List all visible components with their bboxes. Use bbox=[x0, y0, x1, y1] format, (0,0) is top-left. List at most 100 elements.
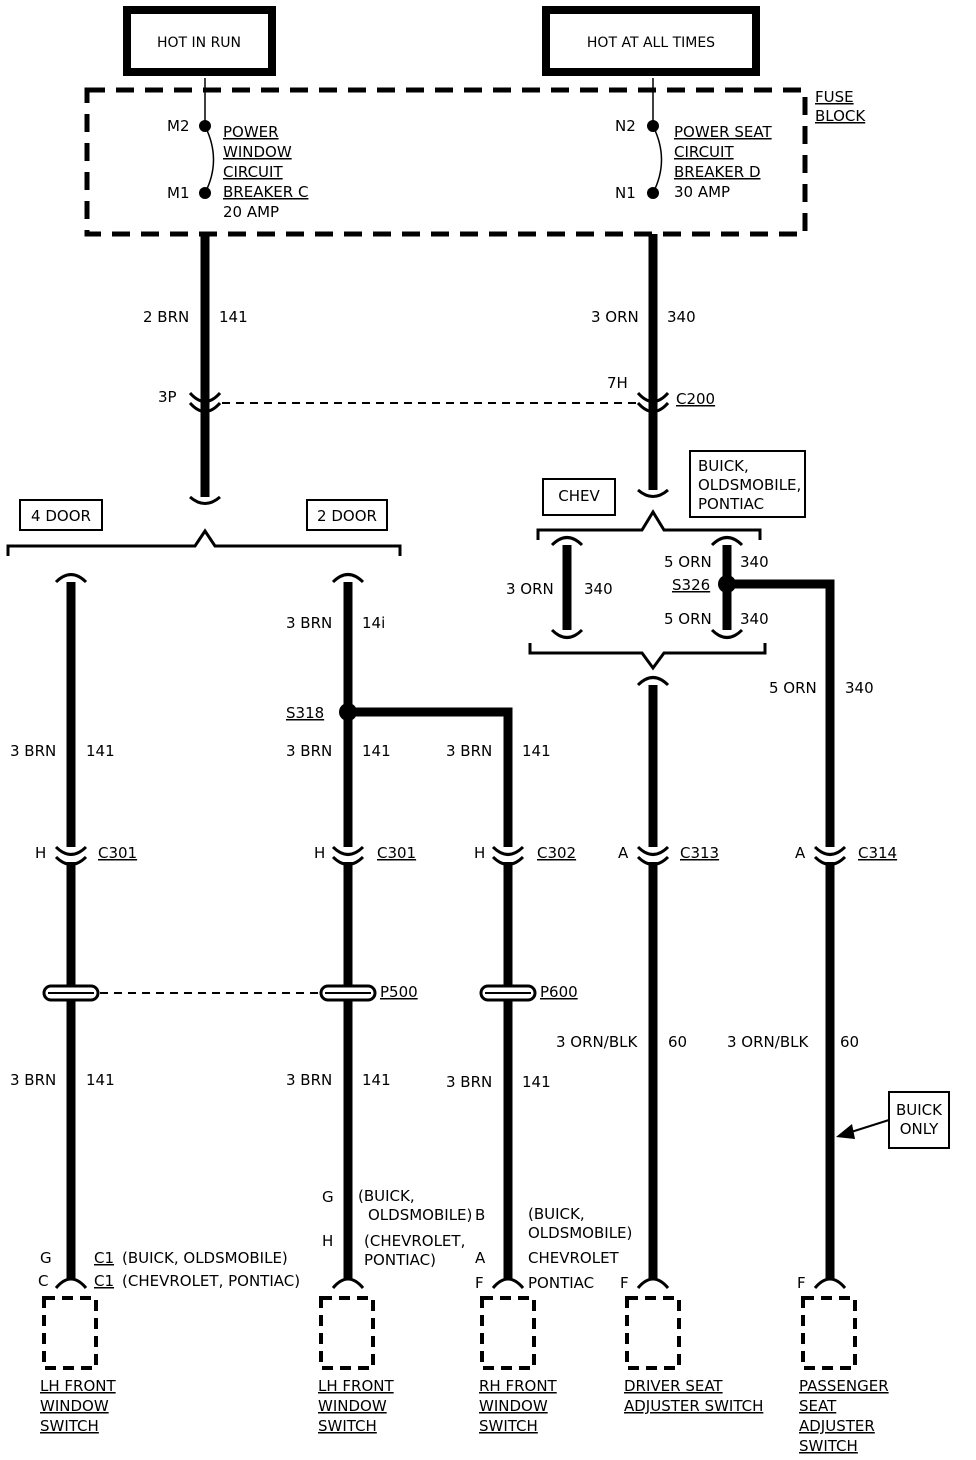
lh2-wire-color-0: 3 BRN bbox=[286, 614, 332, 632]
lh2-c301-pin: H bbox=[314, 844, 325, 862]
pass-switch-line2: SEAT bbox=[799, 1397, 837, 1415]
passenger-seat-adjuster-switch: PASSENGER SEAT ADJUSTER SWITCH bbox=[799, 1296, 889, 1455]
terminal-n1 bbox=[647, 187, 659, 199]
lh4-wire-circuit-2: 141 bbox=[86, 1071, 115, 1089]
feed-wire-340: 3 ORN 340 bbox=[591, 234, 696, 490]
buick-only-callout: BUICK ONLY bbox=[836, 1091, 950, 1149]
breaker-d-line3: BREAKER D bbox=[674, 163, 761, 181]
feed-end-right bbox=[637, 488, 669, 498]
lh4-pin-c: C bbox=[38, 1272, 48, 1290]
lh4-wire-color-1: 3 BRN bbox=[10, 742, 56, 760]
driver-seat-circuit: A C313 3 ORN/BLK 60 F bbox=[556, 676, 719, 1292]
p500-label: P500 bbox=[380, 983, 418, 1001]
c200-pin-7h: 7H bbox=[607, 374, 628, 392]
lh2-wire-color-2: 3 BRN bbox=[286, 1071, 332, 1089]
pin-m1: M1 bbox=[167, 184, 190, 202]
breaker-c-line2: WINDOW bbox=[223, 143, 292, 161]
driver-seat-adjuster-switch: DRIVER SEAT ADJUSTER SWITCH bbox=[624, 1296, 763, 1415]
rh-wire-color-1: 3 BRN bbox=[446, 742, 492, 760]
chev-wire-circuit: 340 bbox=[584, 580, 613, 598]
option-4-door: 4 DOOR bbox=[31, 507, 91, 525]
lh-front-window-switch-2door: LH FRONT WINDOW SWITCH bbox=[318, 1296, 394, 1435]
lh2-wire-circuit-0: 14i bbox=[362, 614, 385, 632]
passenger-seat-circuit: 5 ORN 340 A C314 3 ORN/BLK 60 F bbox=[727, 579, 897, 1292]
lh4-pin-g: G bbox=[40, 1249, 52, 1267]
pass-wire-circuit-1: 340 bbox=[845, 679, 874, 697]
pass-switch-line4: SWITCH bbox=[799, 1437, 858, 1455]
fuse-block-label-1: FUSE bbox=[815, 88, 854, 106]
pass-pin-f: F bbox=[797, 1274, 806, 1292]
lh2-pin-g: G bbox=[322, 1188, 334, 1206]
chev-branch-wire: 3 ORN 340 bbox=[506, 536, 613, 639]
lh2-note-buick-1: (BUICK, bbox=[358, 1187, 415, 1205]
buick-only-line2: ONLY bbox=[900, 1120, 939, 1138]
lh2-wire-circuit-1: 141 bbox=[362, 742, 391, 760]
lh-2door-circuit: 3 BRN 14i S318 3 BRN 141 H C301 P500 3 B… bbox=[286, 573, 472, 1289]
make-option-bracket: CHEV BUICK, OLDSMOBILE, PONTIAC bbox=[536, 450, 806, 540]
lh2-note-chev-2: PONTIAC) bbox=[364, 1251, 436, 1269]
s326-label: S326 bbox=[672, 576, 710, 594]
rh-c302-label: C302 bbox=[537, 844, 576, 862]
rh-wire-color-2: 3 BRN bbox=[446, 1073, 492, 1091]
option-pontiac: PONTIAC bbox=[698, 495, 764, 513]
c200-label: C200 bbox=[676, 390, 715, 408]
connector-c200: 3P 7H C200 bbox=[158, 374, 715, 413]
rh-switch-line1: RH FRONT bbox=[479, 1377, 558, 1395]
buick-only-arrow-icon bbox=[836, 1124, 855, 1139]
pin-n1: N1 bbox=[615, 184, 636, 202]
lh2-pin-h: H bbox=[322, 1232, 333, 1250]
pass-wire-color-2: 3 ORN/BLK bbox=[727, 1033, 809, 1051]
rh-pin-b: B bbox=[475, 1206, 485, 1224]
hot-at-all-times-box: HOT AT ALL TIMES bbox=[542, 6, 760, 76]
rh-pin-a: A bbox=[475, 1249, 486, 1267]
c200-pin-3p: 3P bbox=[158, 388, 177, 406]
power-window-circuit-breaker: M2 M1 POWER WINDOW CIRCUIT BREAKER C 20 … bbox=[167, 78, 308, 221]
lh4-note-buick: (BUICK, OLDSMOBILE) bbox=[122, 1249, 288, 1267]
breaker-c-rating: 20 AMP bbox=[223, 203, 279, 221]
lh2-c301-label: C301 bbox=[377, 844, 416, 862]
driver-pin-f: F bbox=[620, 1274, 629, 1292]
bop-branch-wire: S326 5 ORN 340 5 ORN 340 bbox=[664, 536, 769, 639]
chev-wire-color: 3 ORN bbox=[506, 580, 554, 598]
pass-c314-pin: A bbox=[795, 844, 806, 862]
breaker-c-line3: CIRCUIT bbox=[223, 163, 283, 181]
lh4-switch-line2: WINDOW bbox=[40, 1397, 109, 1415]
driver-wire-circuit: 60 bbox=[668, 1033, 687, 1051]
option-buick: BUICK, bbox=[698, 457, 749, 475]
rh-switch-line2: WINDOW bbox=[479, 1397, 548, 1415]
wire-141-top: 141 bbox=[219, 308, 248, 326]
rh-note-pontiac: PONTIAC bbox=[528, 1274, 594, 1292]
lh4-c301-pin: H bbox=[35, 844, 46, 862]
lh2-note-chev-1: (CHEVROLET, bbox=[364, 1232, 465, 1250]
bop-wire-circuit-bot: 340 bbox=[740, 610, 769, 628]
pass-c314-label: C314 bbox=[858, 844, 897, 862]
bop-wire-color-bot: 5 ORN bbox=[664, 610, 712, 628]
rh-note-buick-2: OLDSMOBILE) bbox=[528, 1224, 632, 1242]
fuse-block-label-2: BLOCK bbox=[815, 107, 866, 125]
lh2-wire-circuit-2: 141 bbox=[362, 1071, 391, 1089]
pass-switch-line3: ADJUSTER bbox=[799, 1417, 875, 1435]
lh4-switch-line1: LH FRONT bbox=[40, 1377, 116, 1395]
rh-front-window-switch: RH FRONT WINDOW SWITCH bbox=[479, 1296, 558, 1435]
hot-at-all-times-label: HOT AT ALL TIMES bbox=[587, 35, 715, 51]
pin-n2: N2 bbox=[615, 117, 636, 135]
rh-note-buick-1: (BUICK, bbox=[528, 1205, 585, 1223]
p600-label: P600 bbox=[540, 983, 578, 1001]
feed-end-left bbox=[189, 495, 221, 505]
hot-in-run-box: HOT IN RUN bbox=[123, 6, 276, 76]
lh2-note-buick-2: OLDSMOBILE) bbox=[368, 1206, 472, 1224]
wire-2brn: 2 BRN bbox=[143, 308, 189, 326]
driver-switch-line2: ADJUSTER SWITCH bbox=[624, 1397, 763, 1415]
pass-switch-line1: PASSENGER bbox=[799, 1377, 889, 1395]
breaker-d-line1: POWER SEAT bbox=[674, 123, 772, 141]
fuse-block: FUSE BLOCK bbox=[84, 87, 866, 237]
rh-switch-line3: SWITCH bbox=[479, 1417, 538, 1435]
lh2-switch-line3: SWITCH bbox=[318, 1417, 377, 1435]
lh4-switch-line3: SWITCH bbox=[40, 1417, 99, 1435]
lh4-wire-color-2: 3 BRN bbox=[10, 1071, 56, 1089]
option-oldsmobile: OLDSMOBILE, bbox=[698, 476, 801, 494]
lh2-switch-line2: WINDOW bbox=[318, 1397, 387, 1415]
wire-3orn-top: 3 ORN bbox=[591, 308, 639, 326]
s318-label: S318 bbox=[286, 704, 324, 722]
